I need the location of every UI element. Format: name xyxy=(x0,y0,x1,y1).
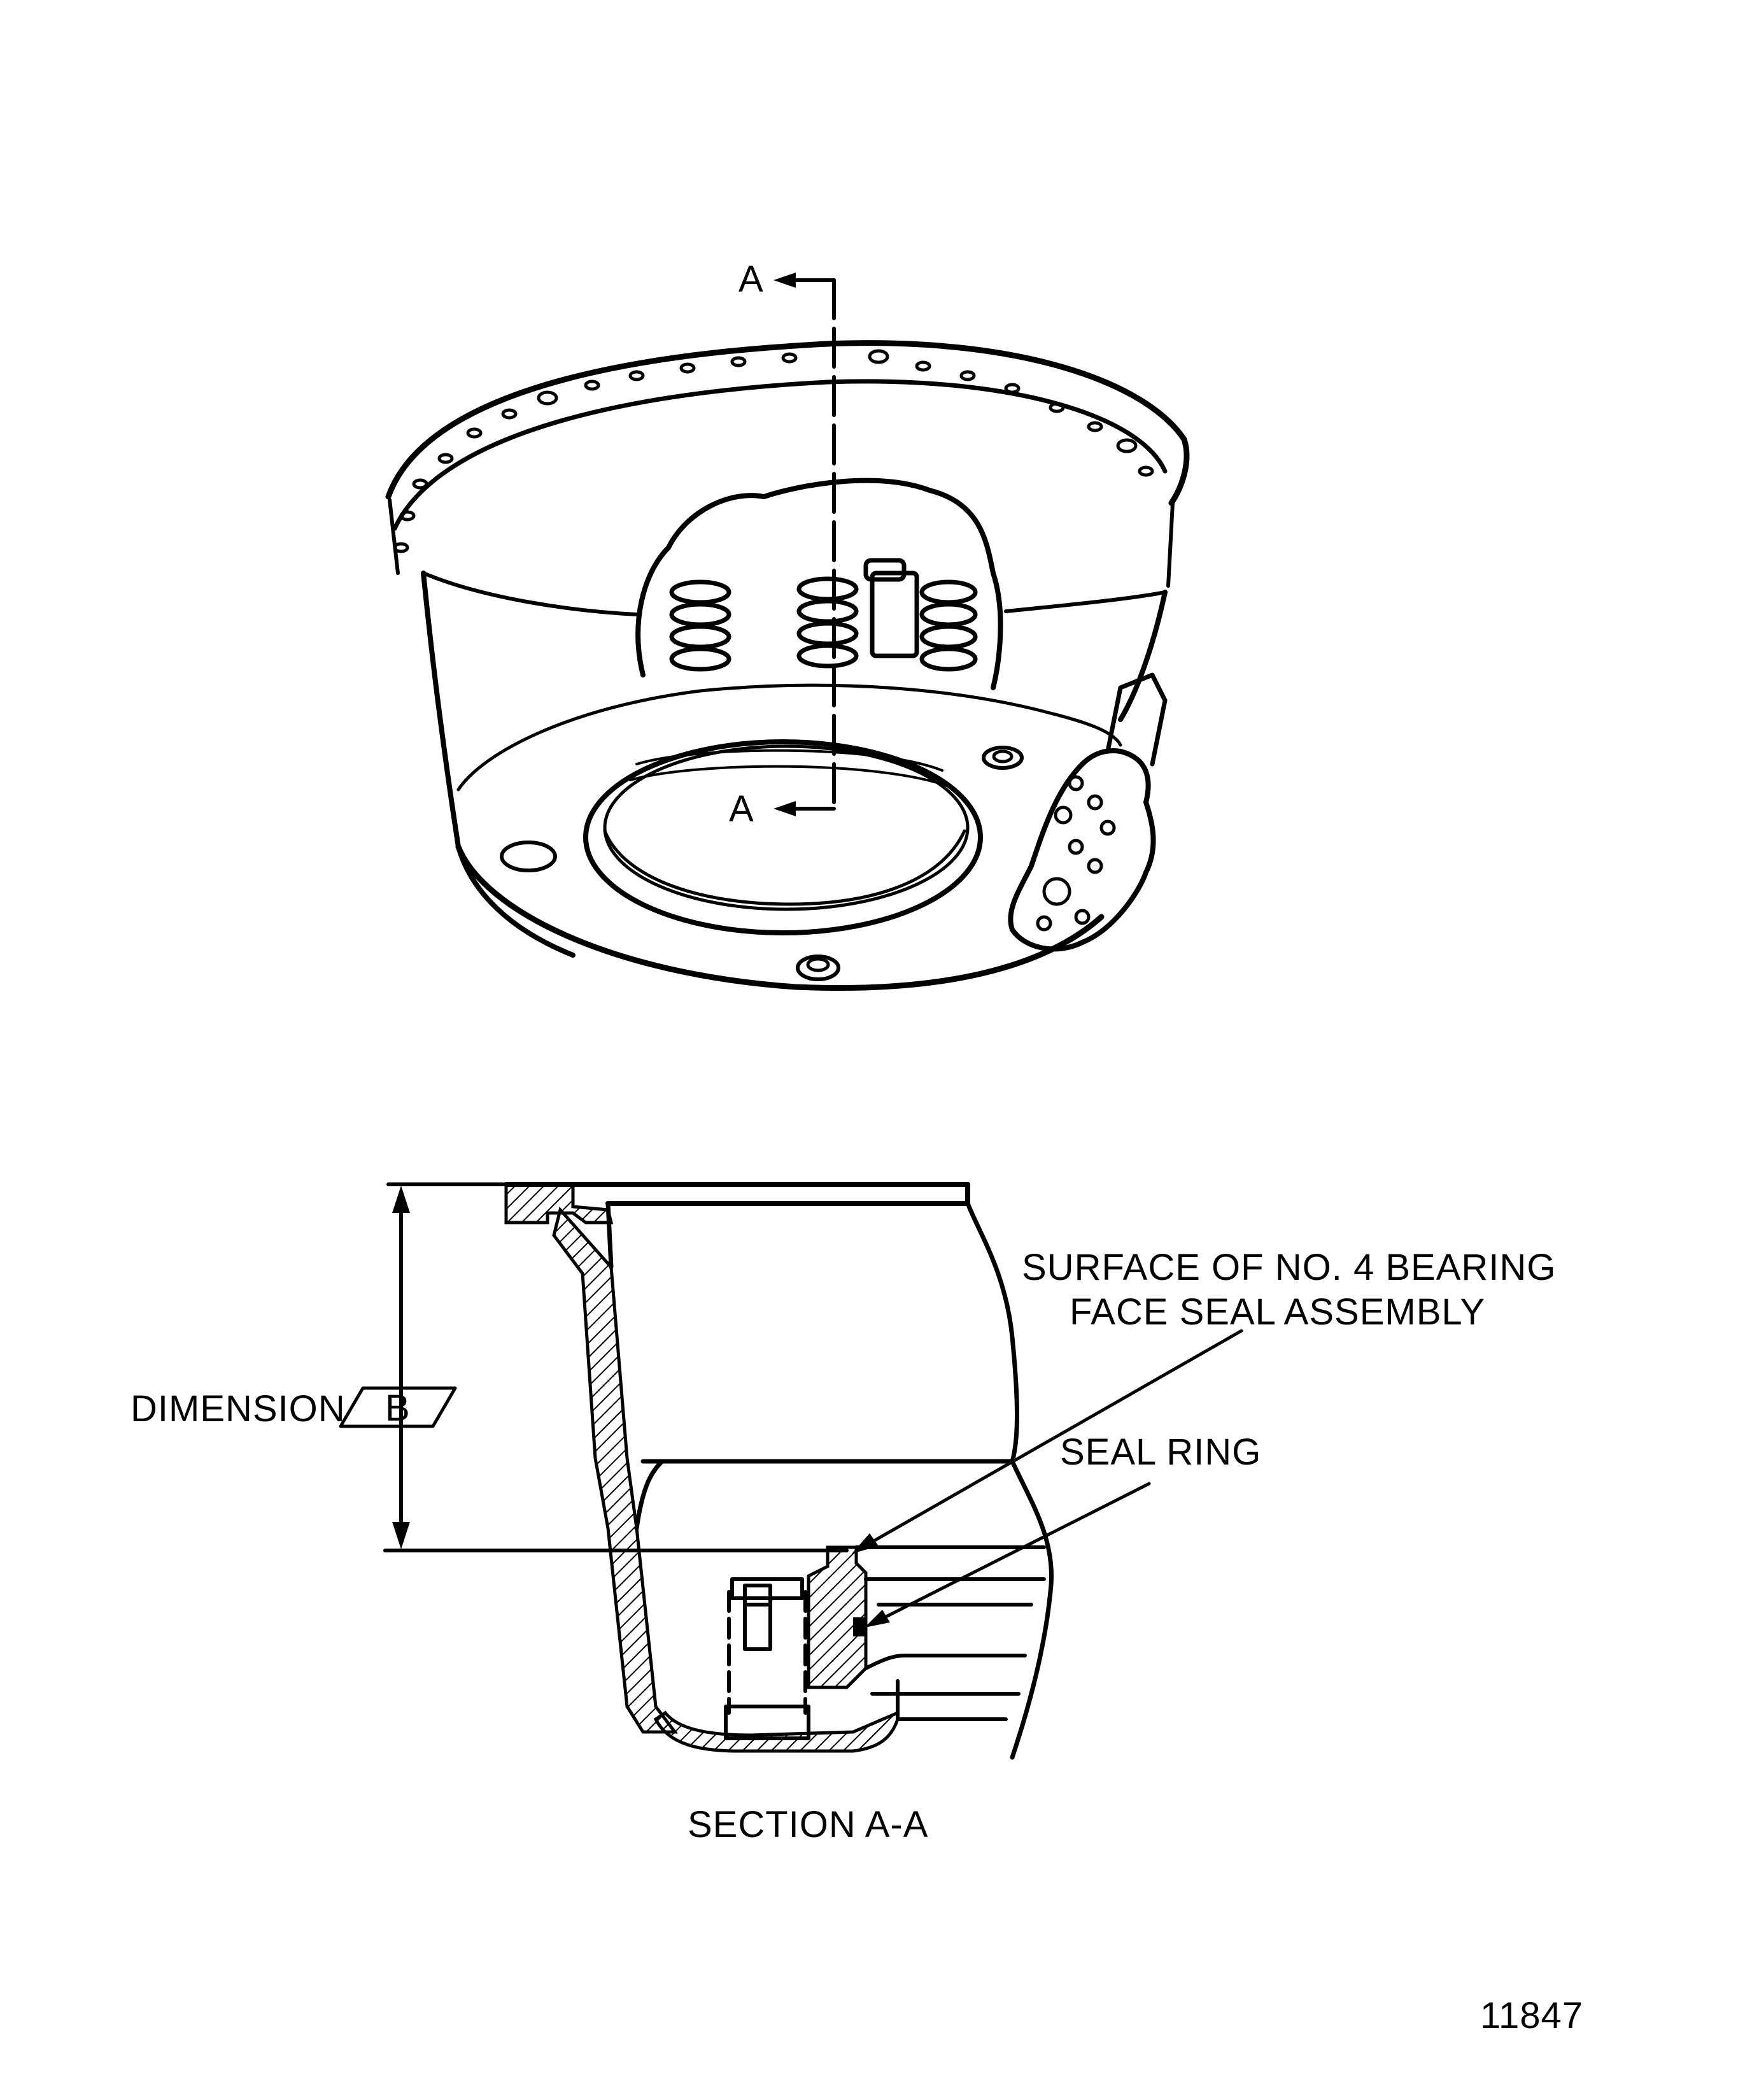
leader-seal-ring xyxy=(870,1482,1151,1626)
section-arrowhead-bottom xyxy=(774,801,796,816)
section-top-flange xyxy=(504,1182,970,1206)
housing-body-right xyxy=(1118,590,1168,722)
oil-manifold-ports xyxy=(1036,775,1116,932)
leader-seal-ring-arrow xyxy=(865,1610,890,1628)
oil-manifold-boss xyxy=(1008,748,1156,952)
section-flange-hatch xyxy=(504,1182,614,1224)
section-bottom-edge xyxy=(896,1679,1008,1721)
housing-bore-inner xyxy=(603,744,970,911)
section-caption: SECTION A-A xyxy=(688,1804,928,1845)
seal-ring xyxy=(853,1617,867,1636)
oil-tube-fitting xyxy=(1105,672,1168,767)
section-bottom-wall xyxy=(653,1710,900,1753)
dimension-symbol: B xyxy=(385,1387,411,1429)
flange-bolt-holes xyxy=(393,349,1154,553)
housing-isometric-view: A A xyxy=(385,259,1190,991)
callout-seal-ring: SEAL RING xyxy=(1060,1431,1261,1473)
housing-bore-rings xyxy=(629,749,950,788)
section-marker-bottom: A xyxy=(729,788,754,830)
section-inner-wall xyxy=(605,1201,1015,1531)
section-left-wall xyxy=(552,1206,678,1734)
callout-surface-line2: FACE SEAL ASSEMBLY xyxy=(1070,1291,1485,1333)
housing-bore-thread xyxy=(603,829,966,906)
face-seal-springs xyxy=(669,558,978,672)
housing-flange-inner xyxy=(392,379,1168,531)
spring-pocket xyxy=(724,1577,810,1740)
bottom-face-hole-left xyxy=(500,841,557,872)
dimension-label: DIMENSION xyxy=(131,1388,346,1430)
housing-cutaway-opening xyxy=(635,478,1003,690)
leader-surface xyxy=(861,1329,1243,1549)
housing-flange-lower xyxy=(388,498,1175,588)
face-seal-housing xyxy=(854,1545,1046,1696)
section-a-a-view: B DIMENSION SURFACE OF NO. 4 BEARING FAC… xyxy=(131,1182,1556,1845)
bottom-face-hole-right xyxy=(982,746,1024,770)
face-seal-carrier xyxy=(807,1545,868,1689)
dimension-arrow-top xyxy=(392,1186,410,1213)
leader-surface-arrow xyxy=(852,1533,879,1554)
housing-bottom-face-edge xyxy=(456,683,1122,791)
housing-body-left xyxy=(421,571,576,958)
section-arrowhead-top xyxy=(774,273,796,288)
dimension-symbol-frame xyxy=(339,1386,457,1428)
callout-surface-line1: SURFACE OF NO. 4 BEARING xyxy=(1022,1247,1556,1288)
housing-bore-outer xyxy=(583,739,983,935)
bottom-face-hole-front xyxy=(796,954,840,981)
dimension-arrow-bottom xyxy=(392,1522,410,1549)
figure-number: 11847 xyxy=(1480,1995,1583,2036)
housing-flange-rim xyxy=(385,340,1190,506)
housing-bottom-face xyxy=(455,844,1105,991)
section-marker-top: A xyxy=(738,259,764,300)
housing-shoulder xyxy=(421,571,1167,616)
